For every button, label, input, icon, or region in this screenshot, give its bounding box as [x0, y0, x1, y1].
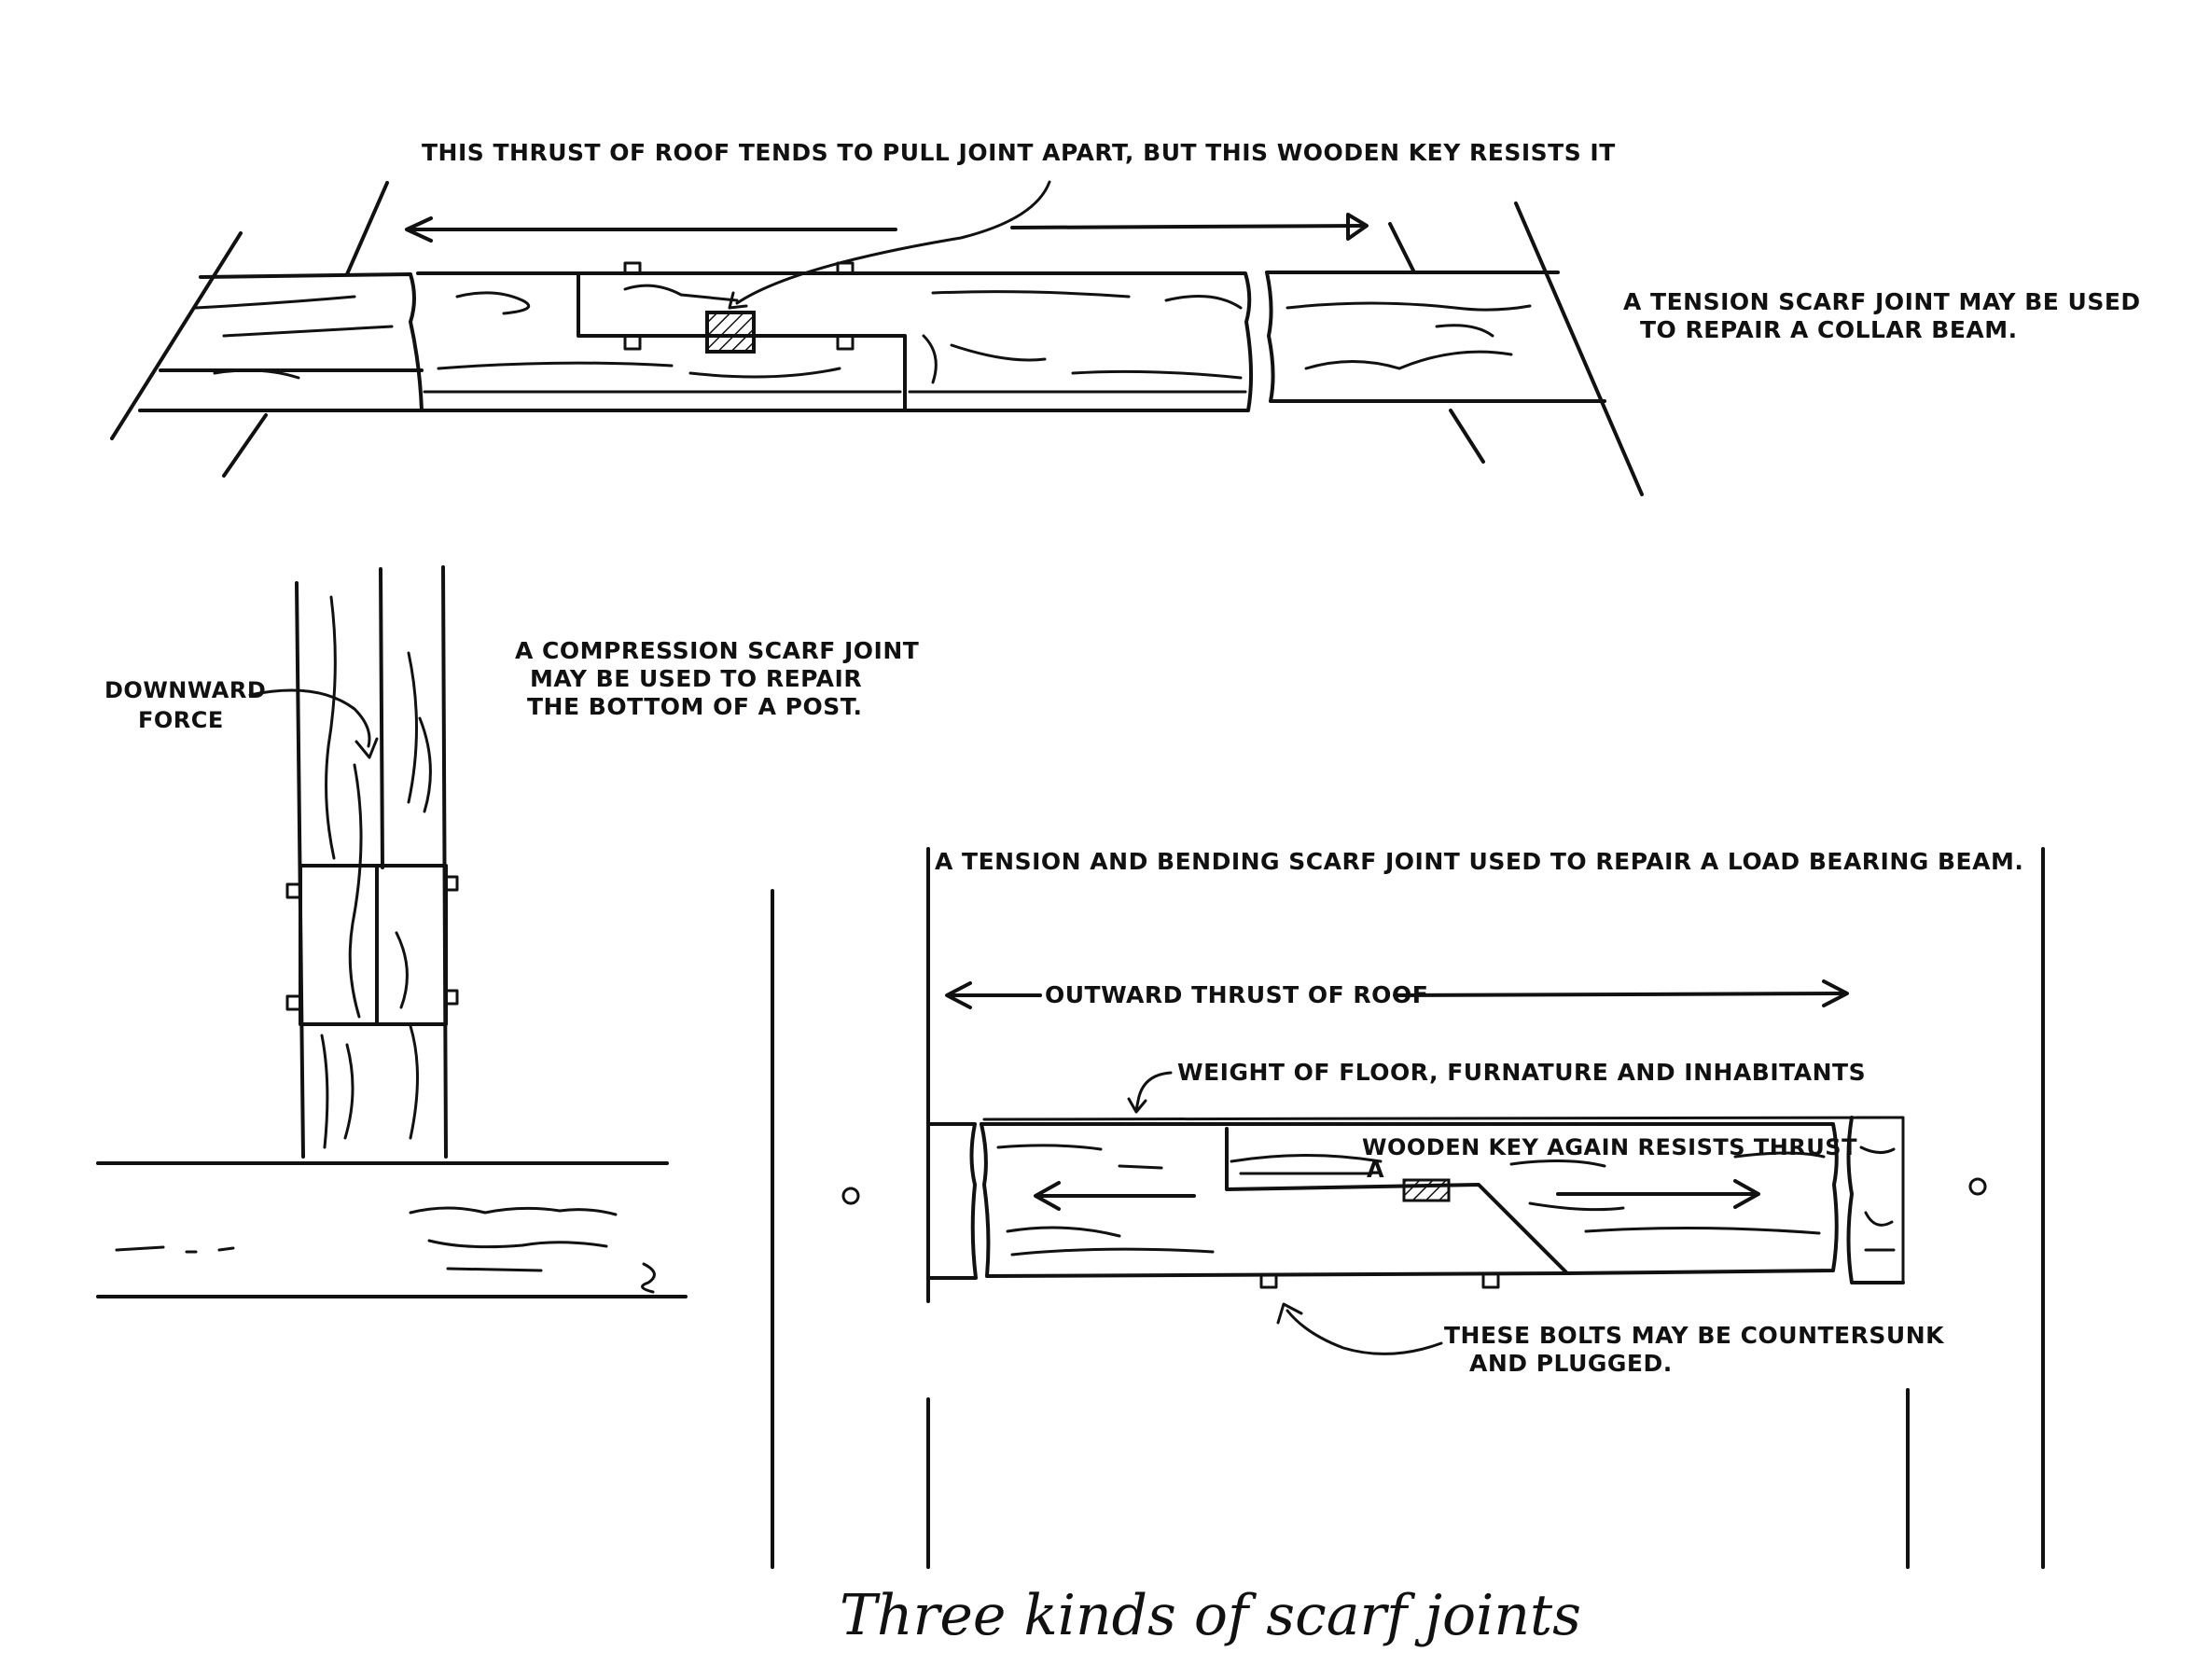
- internal-left-arrowhead: [1034, 1181, 1061, 1211]
- right-thrust-arrowhead: [1346, 213, 1369, 241]
- weight-pointer: [1134, 1071, 1173, 1112]
- bending-bolts: [1259, 1274, 1500, 1289]
- right-beam-stub: [1265, 271, 1606, 403]
- right-peg: [1968, 1177, 1987, 1196]
- scarf-beam-lower: [980, 1122, 1569, 1278]
- right-rafter-inner-bottom: [1449, 409, 1485, 464]
- wooden-key-again-label: WOODEN KEY AGAIN RESISTS THRUST: [1362, 1134, 1857, 1160]
- left-stub-grain: [194, 295, 394, 380]
- bending-title: A TENSION AND BENDING SCARF JOINT USED T…: [935, 848, 2023, 875]
- scarf-plate-left: [299, 864, 379, 1026]
- tension-scarf-joint-figure: THIS THRUST OF ROOF TENDS TO PULL JOINT …: [110, 139, 2141, 496]
- weight-pointer-arrowhead: [1127, 1097, 1147, 1114]
- scarf-beam-upper: [980, 1122, 1839, 1275]
- scarf-grain: [437, 284, 1243, 384]
- post-grain: [320, 595, 432, 1149]
- downward-force-line1: DOWNWARD: [104, 677, 266, 703]
- key-pointer-line: [735, 180, 1051, 305]
- compression-label-line2: MAY BE USED TO REPAIR: [530, 665, 862, 692]
- outward-right-arrowhead: [1822, 979, 1849, 1007]
- outward-right-arrow-shaft: [1393, 992, 1844, 997]
- key-marker-label: A: [1367, 1157, 1384, 1183]
- compression-scarf-joint-figure: DOWNWARD FORCE A COMPRESSION SCARF JOINT…: [96, 565, 919, 1298]
- left-thrust-arrowhead: [405, 216, 433, 243]
- compression-label-line1: A COMPRESSION SCARF JOINT: [515, 637, 919, 664]
- outward-left-arrowhead: [945, 981, 972, 1009]
- wooden-key: [705, 311, 756, 354]
- bending-wooden-key: [1402, 1178, 1451, 1202]
- right-rafter-outer: [1514, 201, 1644, 496]
- key-pointer-arrowhead: [728, 291, 748, 310]
- right-thrust-arrow-shaft: [1010, 224, 1364, 229]
- left-rafter-outer: [110, 231, 243, 440]
- tension-bolts: [623, 261, 855, 351]
- bending-beam-grain: [996, 1144, 1896, 1257]
- internal-right-arrowhead: [1733, 1179, 1760, 1209]
- downward-force-line2: FORCE: [138, 707, 224, 733]
- scarf-beam-outline: [416, 271, 1254, 412]
- weight-label: WEIGHT OF FLOOR, FURNATURE AND INHABITAN…: [1177, 1059, 1866, 1086]
- right-stub-grain: [1286, 301, 1532, 370]
- sill-grain: [115, 1206, 656, 1294]
- scarf-plate-right: [375, 864, 448, 1026]
- left-rafter-inner-top: [345, 181, 389, 276]
- compression-bolts: [285, 875, 459, 1011]
- figure-caption: Three kinds of scarf joints: [840, 1583, 1581, 1648]
- bending-scarf-joint-figure: A TENSION AND BENDING SCARF JOINT USED T…: [771, 847, 2045, 1569]
- bolts-label-line1: THESE BOLTS MAY BE COUNTERSUNK: [1444, 1322, 1945, 1349]
- compression-label-line3: THE BOTTOM OF A POST.: [527, 693, 863, 720]
- right-rafter-inner-top: [1388, 222, 1415, 272]
- top-thrust-label: THIS THRUST OF ROOF TENDS TO PULL JOINT …: [422, 139, 1616, 166]
- post-right-edge: [441, 565, 448, 1159]
- left-peg: [841, 1187, 860, 1205]
- tension-label-line2: TO REPAIR A COLLAR BEAM.: [1640, 316, 2018, 343]
- left-rafter-inner-bottom: [222, 413, 268, 478]
- outward-thrust-label: OUTWARD THRUST OF ROOF: [1045, 981, 1428, 1008]
- bolts-pointer: [1286, 1309, 1443, 1355]
- post-centre-top: [379, 567, 384, 869]
- left-beam-stub: [138, 272, 424, 412]
- left-beam-end: [926, 1122, 978, 1280]
- bolts-pointer-arrowhead: [1276, 1302, 1303, 1325]
- tension-label-line1: A TENSION SCARF JOINT MAY BE USED: [1623, 288, 2141, 315]
- right-beam-end: [1846, 1116, 1905, 1284]
- downward-force-arrowhead: [354, 737, 379, 759]
- downward-force-pointer: [248, 688, 371, 748]
- bolts-label-line2: AND PLUGGED.: [1469, 1350, 1673, 1377]
